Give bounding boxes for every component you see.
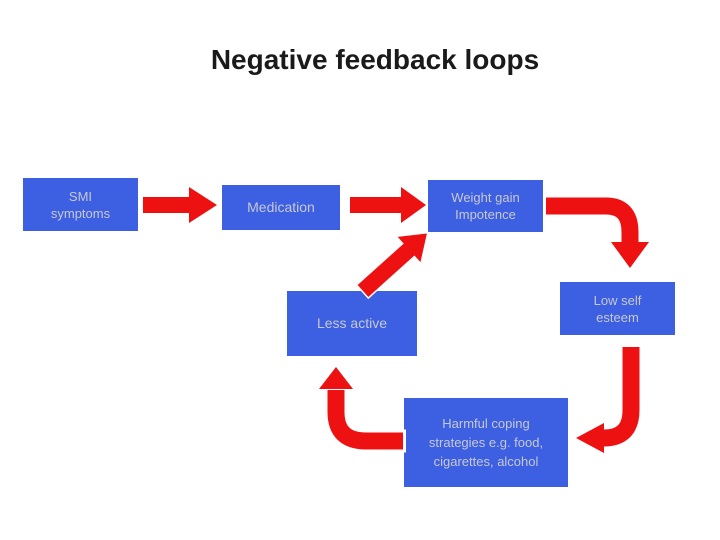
box-weight-gain-impotence: Weight gain Impotence	[428, 180, 543, 232]
arrow-low-self-esteem-to-harmful-coping-icon	[573, 347, 643, 456]
box-low-self-esteem: Low self esteem	[560, 282, 675, 335]
arrow-smi-to-medication-icon	[141, 184, 220, 226]
arrow-medication-to-weight-gain-icon	[348, 184, 429, 226]
box-harmful-coping-strategies: Harmful coping strategies e.g. food, cig…	[404, 398, 568, 487]
arrow-weight-gain-to-low-self-esteem-icon	[546, 194, 652, 271]
arrow-harmful-coping-to-less-active-icon	[316, 364, 406, 453]
box-smi-symptoms: SMI symptoms	[23, 178, 138, 231]
slide-title: Negative feedback loops	[210, 44, 540, 75]
box-medication: Medication	[222, 185, 340, 230]
box-less-active: Less active	[287, 291, 417, 356]
